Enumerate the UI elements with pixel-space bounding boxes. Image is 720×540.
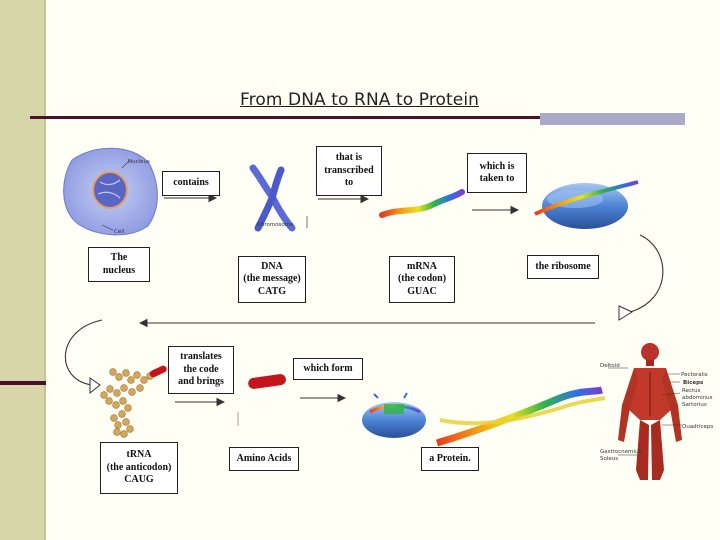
amino-acid-capsule-2 (248, 374, 286, 389)
page-title: From DNA to RNA to Protein (240, 90, 480, 110)
translates-label-box: translates the code and brings (168, 346, 234, 394)
cell-label: Cell (114, 229, 125, 235)
label-soleus: Soleus (600, 456, 618, 462)
label-pectoralis: Pectoralis (681, 372, 708, 378)
cell-image: Nucleus Cell (63, 147, 158, 236)
amino-acids-label-box: Amino Acids (229, 447, 299, 471)
chromosome-image: Chromosome (249, 164, 308, 232)
label-biceps: Biceps (683, 380, 704, 386)
protein-ribbon-image (435, 386, 606, 447)
sidebar-accent-rule (0, 381, 46, 385)
which-form-label-box: which form (293, 358, 363, 380)
label-quadriceps: Quadriceps (682, 424, 713, 430)
trna-label-box: tRNA (the anticodon) CAUG (100, 442, 178, 494)
trna-beads-image (100, 368, 154, 438)
chromosome-label: Chromosome (257, 222, 294, 228)
taken-to-label-box: which is taken to (467, 153, 527, 193)
dna-label-box: DNA (the message) CATG (238, 256, 306, 303)
cell-nucleus-label: Nucleus (128, 159, 150, 165)
contains-label-box: contains (162, 171, 220, 196)
title-underline-rule (30, 116, 540, 119)
label-gastrocnemius: Gastrocnemius (600, 449, 641, 455)
human-muscle-figure: Deltoid Pectoralis Biceps Rectus abdomin… (600, 343, 713, 480)
protein-label-box: a Protein. (421, 447, 479, 471)
label-abdominus: abdominus (682, 395, 713, 401)
ribosome-image (534, 180, 639, 229)
ribosome-trna-image (362, 392, 426, 438)
arrow-curve-right (629, 234, 664, 313)
arrow-curve-left (64, 319, 103, 386)
label-deltoid: Deltoid (600, 363, 620, 369)
transcribed-label-box: that is transcribed to (316, 146, 382, 196)
label-sartorius: Sartorius (682, 402, 707, 408)
ribosome-label-box: the ribosome (527, 255, 599, 279)
nucleus-label-box: The nucleus (88, 247, 150, 282)
title-accent-bar (540, 113, 685, 125)
label-rectus: Rectus (682, 388, 701, 394)
mrna-label-box: mRNA (the codon) GUAC (389, 256, 455, 303)
mrna-strand-image (379, 189, 465, 218)
amino-acid-capsule-1 (149, 365, 167, 378)
sidebar-stripe (0, 0, 46, 540)
